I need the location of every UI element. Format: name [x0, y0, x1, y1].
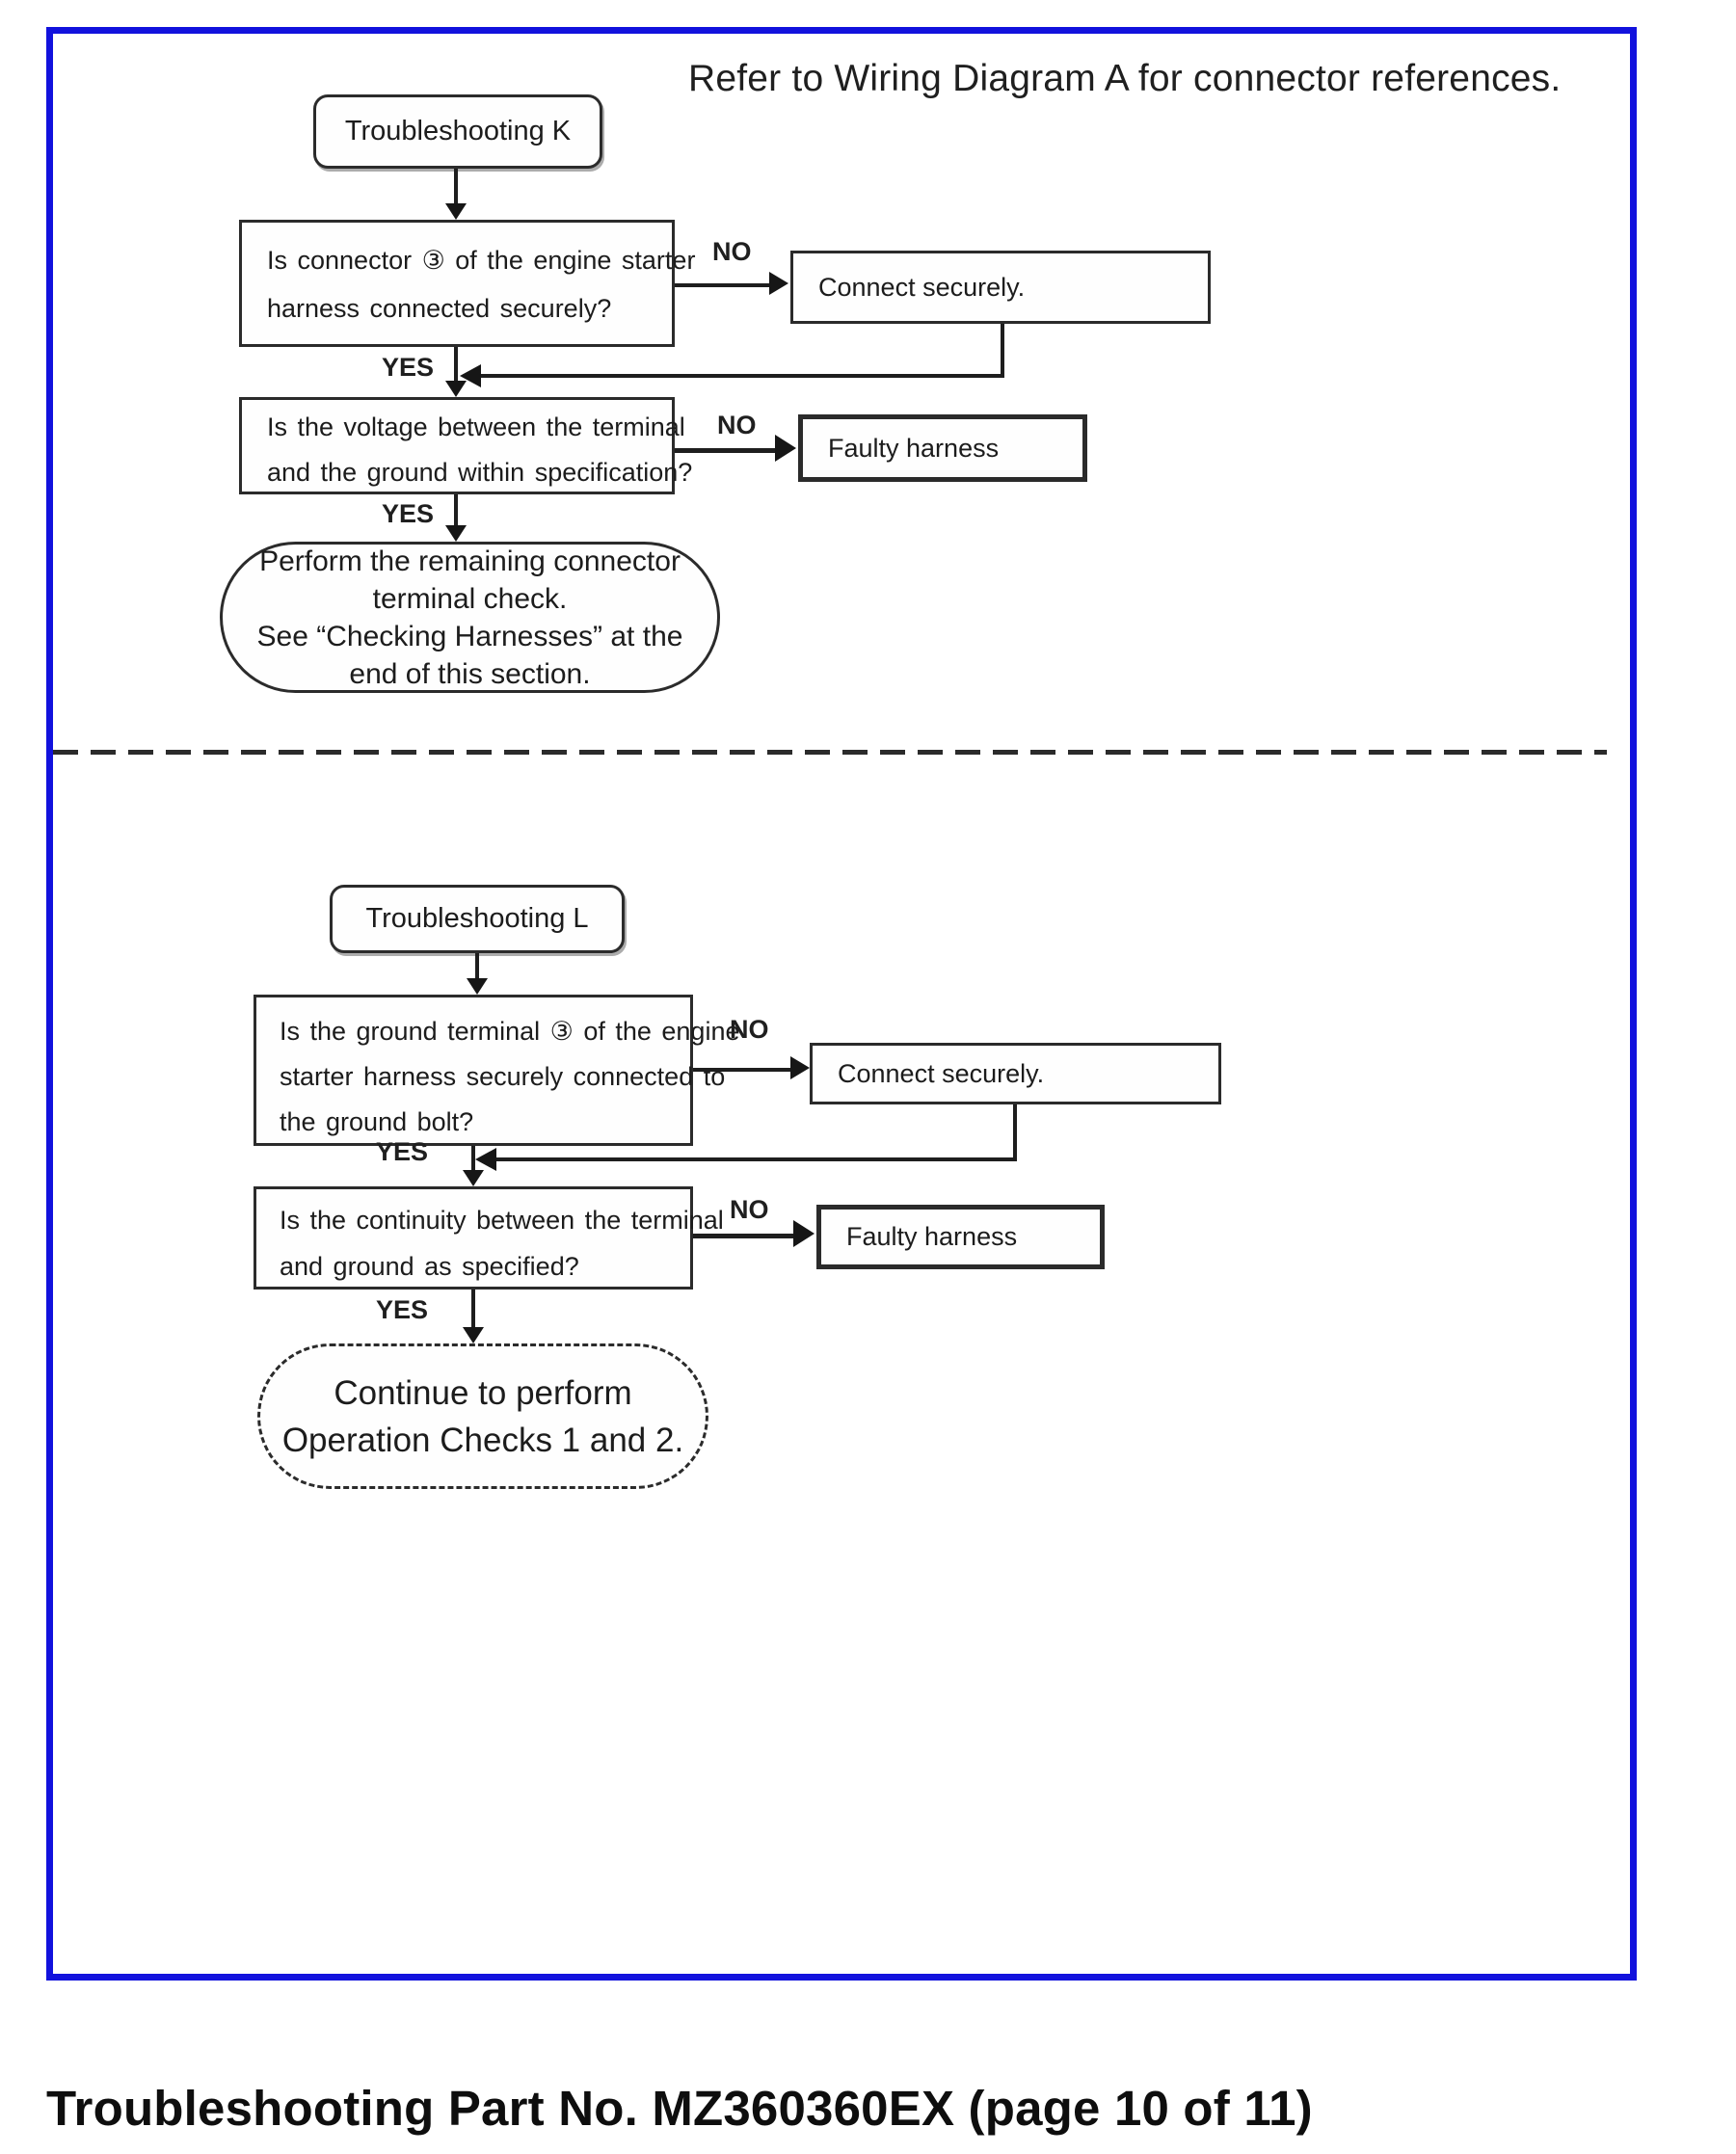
- l-title-node: Troubleshooting L: [330, 885, 625, 953]
- k-question1-line1: Is connector ③ of the engine starter: [267, 246, 696, 275]
- k-q2-no-line: [675, 448, 775, 453]
- l-arrowhead-into-end: [463, 1327, 484, 1343]
- l-q1-no-line: [693, 1068, 790, 1072]
- k-question1-node: Is connector ③ of the engine starter har…: [239, 220, 696, 347]
- k-question2-line1: Is the voltage between the terminal: [267, 412, 685, 441]
- wiring-diagram-note: Refer to Wiring Diagram A for connector …: [688, 58, 1562, 99]
- l-arrowhead-into-q2: [463, 1170, 484, 1186]
- k-terminal-node: Perform the remaining connector terminal…: [220, 542, 720, 693]
- l-q2-no-label: NO: [730, 1195, 769, 1224]
- k-question2-line2: and the ground within specification?: [267, 458, 693, 487]
- k-action1-node: Connect securely.: [790, 251, 1211, 324]
- page-footer-title: Troubleshooting Part No. MZ360360EX (pag…: [46, 2081, 1313, 2136]
- k-terminal-line1: Perform the remaining connector: [259, 545, 681, 577]
- k-connector-q2-to-end: [454, 494, 458, 525]
- k-title-node: Troubleshooting K: [313, 94, 602, 169]
- l-connector-q1-to-q2: [471, 1146, 475, 1170]
- k-question2-node: Is the voltage between the terminal and …: [239, 397, 693, 494]
- l-question1-line3: the ground bolt?: [280, 1107, 474, 1136]
- l-question1-line1: Is the ground terminal ③ of the engine: [280, 1017, 740, 1046]
- l-connector-title-to-q1: [475, 953, 479, 978]
- l-arrowhead-into-q1: [467, 978, 488, 995]
- k-arrowhead-into-q2: [445, 381, 467, 397]
- k-question1-line2: harness connected securely?: [267, 294, 612, 323]
- k-q2-no-label: NO: [717, 411, 757, 439]
- l-action1-label: Connect securely.: [838, 1058, 1045, 1088]
- k-action2-node: Faulty harness: [798, 414, 1087, 482]
- k-connector-title-to-q1: [454, 169, 458, 203]
- k-title-label: Troubleshooting K: [344, 116, 572, 146]
- k-arrowhead-into-q1: [445, 203, 467, 220]
- k-terminal-line2: terminal check.: [372, 582, 568, 615]
- l-title-label: Troubleshooting L: [365, 903, 589, 934]
- section-divider-dashed: [53, 750, 1607, 755]
- l-feedback-vline: [1013, 1104, 1017, 1159]
- l-q1-no-label: NO: [730, 1015, 769, 1044]
- k-connector-q1-to-q2: [454, 347, 458, 381]
- l-terminal-line1: Continue to perform: [334, 1373, 632, 1412]
- l-action1-node: Connect securely.: [810, 1043, 1221, 1104]
- k-q1-yes-label: YES: [382, 353, 435, 382]
- l-q1-yes-label: YES: [376, 1137, 429, 1166]
- k-arrowhead-into-action2: [775, 435, 796, 462]
- k-feedback-vline: [1001, 324, 1004, 376]
- l-arrowhead-into-action2: [793, 1220, 815, 1247]
- k-terminal-line4: end of this section.: [349, 657, 591, 690]
- k-q1-no-label: NO: [712, 237, 752, 266]
- k-feedback-hline: [479, 374, 1004, 378]
- l-feedback-hline: [496, 1157, 1017, 1161]
- l-feedback-arrowhead: [475, 1148, 496, 1171]
- k-arrowhead-into-action1: [769, 272, 788, 295]
- k-q2-yes-label: YES: [382, 499, 435, 528]
- l-question1-line2: starter harness securely connected to: [280, 1062, 726, 1091]
- l-terminal-line2: Operation Checks 1 and 2.: [281, 1421, 684, 1459]
- l-q2-no-line: [693, 1234, 793, 1238]
- l-question2-node: Is the continuity between the terminal a…: [254, 1186, 724, 1290]
- l-question1-node: Is the ground terminal ③ of the engine s…: [254, 995, 740, 1146]
- l-q2-yes-label: YES: [376, 1295, 429, 1324]
- k-terminal-line3: See “Checking Harnesses” at the: [256, 620, 683, 652]
- k-arrowhead-into-end: [445, 525, 467, 542]
- l-question2-line1: Is the continuity between the terminal: [280, 1206, 724, 1235]
- l-action2-node: Faulty harness: [816, 1205, 1105, 1269]
- l-connector-q2-to-end: [471, 1290, 475, 1327]
- l-terminal-node: Continue to perform Operation Checks 1 a…: [257, 1343, 708, 1489]
- l-action2-label: Faulty harness: [846, 1222, 1018, 1251]
- k-action2-label: Faulty harness: [828, 433, 1000, 463]
- l-question2-line2: and ground as specified?: [280, 1252, 579, 1281]
- l-arrowhead-into-action1: [790, 1056, 810, 1079]
- k-q1-no-line: [675, 283, 769, 287]
- k-action1-label: Connect securely.: [818, 272, 1026, 302]
